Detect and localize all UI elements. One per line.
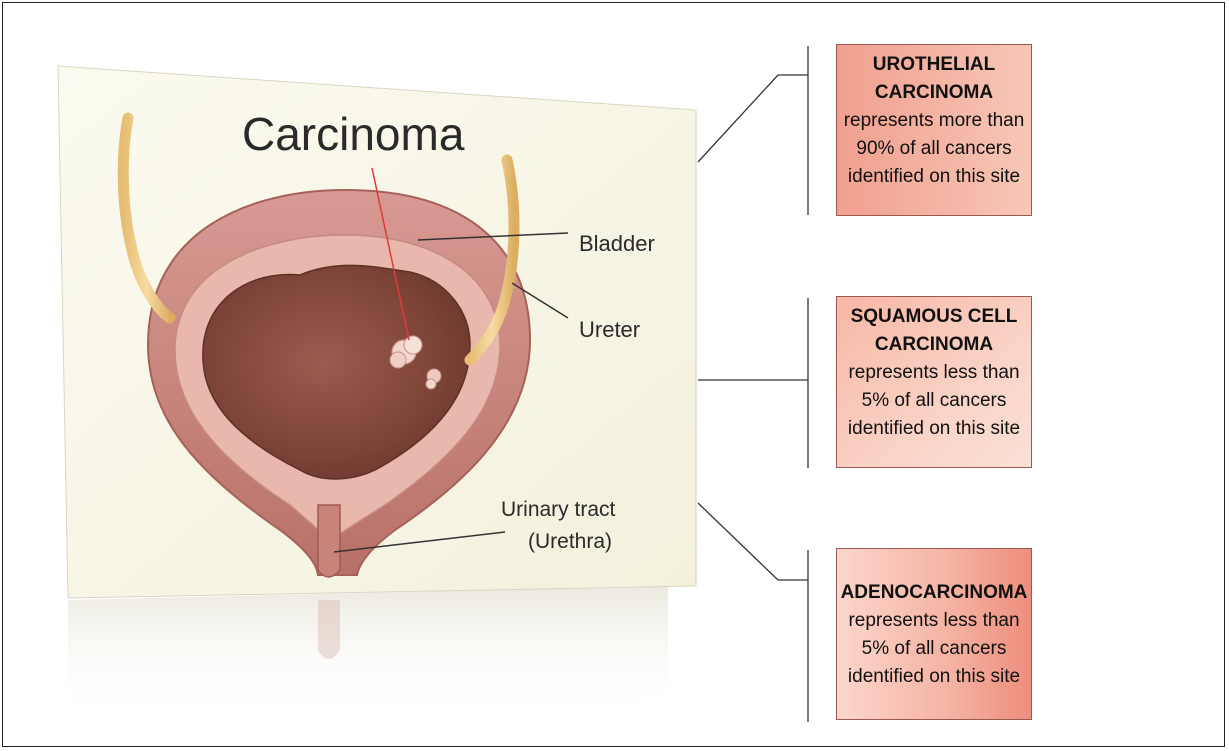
urothelial-carcinoma-box: UROTHELIAL CARCINOMA represents more tha… xyxy=(836,44,1032,216)
adenocarcinoma-box: ADENOCARCINOMA represents less than 5% o… xyxy=(836,548,1032,720)
box-title: UROTHELIAL CARCINOMA xyxy=(859,51,1009,107)
carcinoma-label: Carcinoma xyxy=(242,108,465,160)
squamous-cell-carcinoma-box: SQUAMOUS CELL CARCINOMA represents less … xyxy=(836,296,1032,468)
box-description: represents less than 5% of all cancers i… xyxy=(837,607,1031,691)
box-description: represents more than 90% of all cancers … xyxy=(837,107,1031,191)
bladder-label: Bladder xyxy=(579,231,655,256)
box-description: represents less than 5% of all cancers i… xyxy=(837,359,1031,443)
box-title: SQUAMOUS CELL CARCINOMA xyxy=(849,303,1019,359)
urethra-tube xyxy=(318,505,340,577)
ureter-label: Ureter xyxy=(579,317,640,342)
urethra-label-line2: (Urethra) xyxy=(528,530,612,553)
connector-lines xyxy=(698,46,808,722)
urethra-label-line1: Urinary tract xyxy=(501,498,616,521)
box-title: ADENOCARCINOMA xyxy=(837,579,1031,607)
panel-reflection xyxy=(68,586,668,720)
